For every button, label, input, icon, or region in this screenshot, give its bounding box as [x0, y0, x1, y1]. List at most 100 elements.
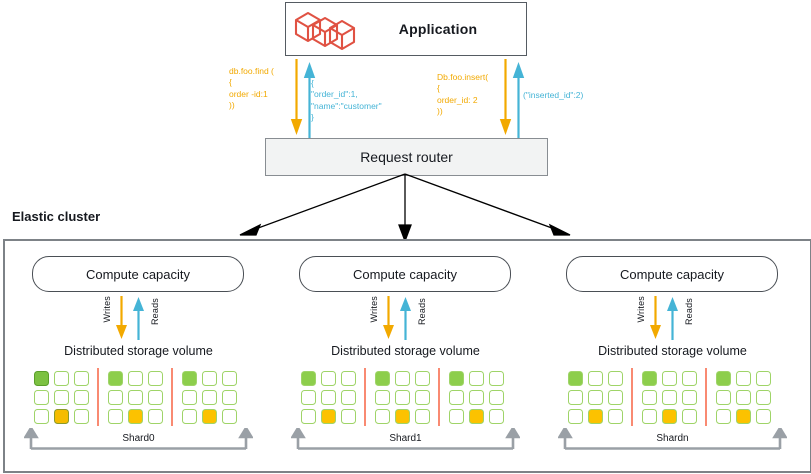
storage-cell	[641, 370, 657, 386]
writes-reads-arrows: Writes Reads	[622, 296, 722, 340]
compute-capacity-label: Compute capacity	[619, 266, 725, 282]
compute-capacity-box[interactable]: Compute capacity	[299, 256, 511, 292]
storage-cell	[181, 408, 197, 424]
storage-cell	[661, 408, 677, 424]
storage-cell	[221, 389, 237, 405]
storage-cell	[567, 370, 583, 386]
write-arrow-insert	[499, 59, 512, 139]
reads-arrow-icon	[132, 296, 145, 345]
compute-capacity-label: Compute capacity	[85, 266, 191, 282]
storage-cell	[414, 370, 430, 386]
compute-capacity-box[interactable]: Compute capacity	[32, 256, 244, 292]
reads-label: Reads	[417, 298, 427, 326]
reads-label: Reads	[150, 298, 160, 326]
storage-grid	[31, 366, 246, 428]
write-arrow-find	[290, 59, 303, 139]
storage-cell	[33, 389, 49, 405]
application-box: Application	[285, 2, 527, 56]
storage-cell	[448, 370, 464, 386]
grid-divider	[97, 368, 99, 426]
storage-cell	[127, 370, 143, 386]
storage-cell	[755, 408, 771, 424]
storage-cell	[607, 389, 623, 405]
writes-arrow-icon	[649, 296, 662, 345]
storage-cell	[448, 408, 464, 424]
cluster-node: Compute capacity Writes Reads Distribute…	[277, 246, 534, 462]
storage-cell	[567, 389, 583, 405]
storage-cell	[73, 389, 89, 405]
storage-cell	[394, 370, 410, 386]
writes-reads-arrows: Writes Reads	[88, 296, 188, 340]
grid-divider	[631, 368, 633, 426]
storage-cell	[641, 389, 657, 405]
storage-group	[31, 369, 91, 426]
storage-cell	[320, 408, 336, 424]
grid-divider	[364, 368, 366, 426]
writes-arrow-icon	[382, 296, 395, 345]
storage-cell	[107, 370, 123, 386]
storage-cell	[414, 389, 430, 405]
storage-group	[639, 369, 699, 426]
grid-divider	[705, 368, 707, 426]
writes-label: Writes	[636, 296, 646, 323]
storage-cell	[488, 408, 504, 424]
storage-cell	[320, 370, 336, 386]
writes-reads-arrows: Writes Reads	[355, 296, 455, 340]
shard-label: Shardn	[656, 433, 689, 444]
shard-bracket	[290, 425, 521, 450]
storage-cell	[53, 389, 69, 405]
read-arrow-insert	[512, 59, 525, 139]
storage-cell	[755, 389, 771, 405]
storage-cell	[448, 389, 464, 405]
storage-cell	[147, 408, 163, 424]
find-request-text: db.foo.find ( { order -id:1 ))	[229, 66, 274, 111]
storage-cell	[735, 370, 751, 386]
storage-cell	[681, 370, 697, 386]
storage-cell	[181, 389, 197, 405]
storage-cell	[587, 370, 603, 386]
compute-capacity-box[interactable]: Compute capacity	[566, 256, 778, 292]
storage-group	[298, 369, 358, 426]
storage-group	[565, 369, 625, 426]
storage-cell	[147, 370, 163, 386]
storage-volume-label: Distributed storage volume	[64, 344, 213, 358]
storage-group	[713, 369, 773, 426]
storage-cell	[221, 408, 237, 424]
cluster-node: Compute capacity Writes Reads Distribute…	[544, 246, 801, 462]
storage-group	[105, 369, 165, 426]
application-title: Application	[398, 21, 478, 37]
grid-divider	[171, 368, 173, 426]
storage-cell	[340, 408, 356, 424]
storage-cell	[715, 408, 731, 424]
shard-label: Shard1	[389, 433, 422, 444]
storage-cell	[201, 408, 217, 424]
storage-cell	[107, 389, 123, 405]
shard-bracket	[557, 425, 788, 450]
storage-cell	[127, 408, 143, 424]
elastic-cluster-label: Elastic cluster	[12, 209, 101, 224]
storage-cell	[394, 408, 410, 424]
grid-divider	[438, 368, 440, 426]
storage-grid	[565, 366, 780, 428]
storage-cell	[73, 408, 89, 424]
insert-request-text: Db.foo.insert( { order_id: 2 ))	[437, 72, 489, 117]
storage-cell	[661, 389, 677, 405]
storage-cell	[221, 370, 237, 386]
storage-group	[179, 369, 239, 426]
reads-arrow-icon	[399, 296, 412, 345]
cubes-icon	[290, 7, 368, 51]
storage-cell	[735, 389, 751, 405]
storage-cell	[394, 389, 410, 405]
storage-cell	[755, 370, 771, 386]
shard-bracket	[23, 425, 254, 450]
storage-cell	[715, 389, 731, 405]
storage-cell	[374, 370, 390, 386]
storage-cell	[488, 370, 504, 386]
shard-label: Shard0	[122, 433, 155, 444]
storage-cell	[468, 408, 484, 424]
storage-cell	[681, 389, 697, 405]
storage-cell	[488, 389, 504, 405]
storage-cell	[414, 408, 430, 424]
insert-response-text: ("inserted_id":2)	[523, 90, 584, 100]
writes-arrow-icon	[115, 296, 128, 345]
